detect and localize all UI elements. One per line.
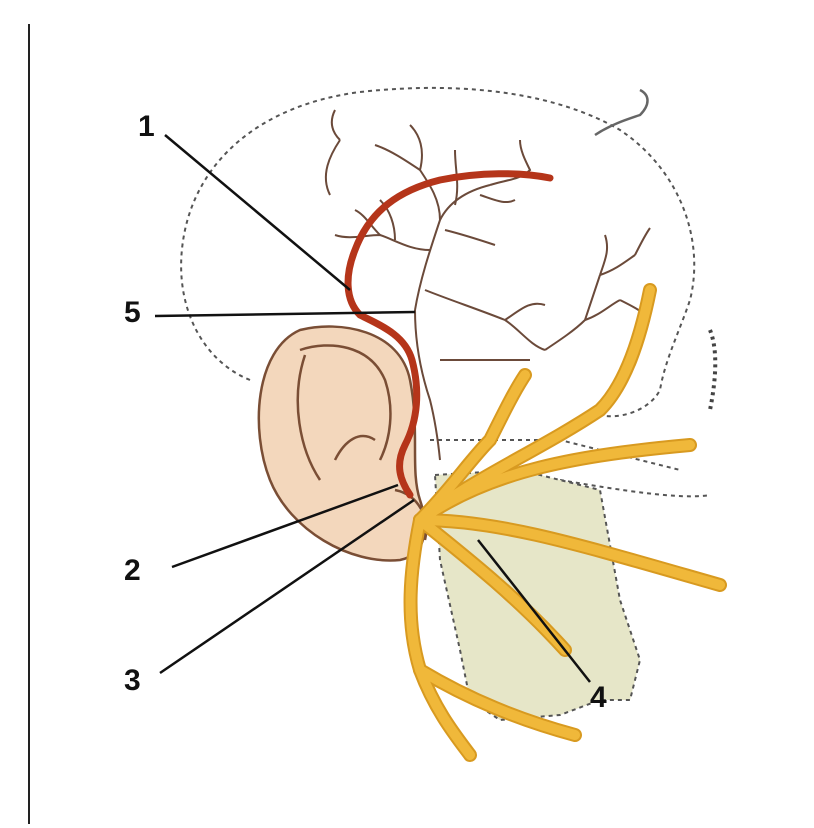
leader-5 bbox=[155, 312, 415, 316]
head-outline bbox=[181, 88, 694, 416]
callout-4: 4 bbox=[590, 681, 607, 714]
callout-3: 3 bbox=[124, 664, 141, 697]
parotid-gland bbox=[435, 470, 640, 720]
hair-curl bbox=[595, 90, 648, 135]
leader-1 bbox=[165, 135, 350, 290]
face-contour-dotted bbox=[710, 330, 715, 410]
callout-1: 1 bbox=[138, 110, 155, 143]
callout-2: 2 bbox=[124, 554, 141, 587]
callout-5: 5 bbox=[124, 296, 141, 329]
